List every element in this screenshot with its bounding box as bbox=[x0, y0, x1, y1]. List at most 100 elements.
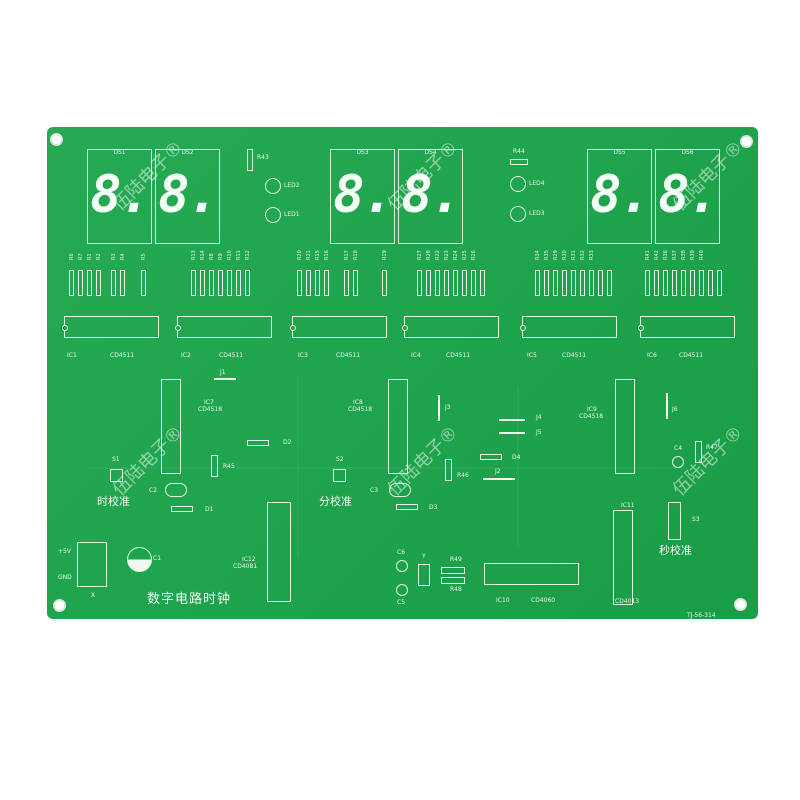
label-r48: R48 bbox=[450, 586, 462, 593]
ic2-footprint bbox=[175, 316, 272, 338]
display-ds4: DS4 8. bbox=[398, 149, 463, 244]
cap-c5 bbox=[396, 584, 408, 596]
ic-notch bbox=[520, 325, 526, 331]
ic12-footprint bbox=[267, 502, 291, 602]
res-label: R11 bbox=[236, 250, 242, 260]
resistor-group-1 bbox=[69, 270, 169, 300]
cap-c3 bbox=[389, 483, 411, 497]
res-label: R37 bbox=[672, 250, 678, 260]
resistor bbox=[315, 270, 320, 296]
res-label: R18 bbox=[353, 250, 359, 260]
ic6-footprint bbox=[638, 316, 735, 338]
res-label: R42 bbox=[654, 250, 660, 260]
label-ic8-part: CD4518 bbox=[348, 406, 373, 413]
led1 bbox=[265, 207, 281, 223]
res-label: R40 bbox=[699, 250, 705, 260]
ic-notch bbox=[290, 325, 296, 331]
resistor bbox=[78, 270, 83, 296]
button-s1[interactable] bbox=[110, 469, 123, 482]
display-digit: 8. bbox=[658, 164, 719, 225]
board-code: TJ-56-314 bbox=[687, 612, 716, 619]
resistor bbox=[245, 270, 250, 296]
led2 bbox=[265, 178, 281, 194]
label-ic9-part: CD4518 bbox=[579, 413, 604, 420]
label-s2: S2 bbox=[336, 456, 344, 463]
resistor bbox=[480, 270, 485, 296]
res-label: R41 bbox=[645, 250, 651, 260]
ic7-footprint bbox=[161, 379, 181, 474]
label-r46: R46 bbox=[457, 472, 469, 479]
resistor bbox=[353, 270, 358, 296]
trace bbox=[87, 467, 687, 469]
res-label: R8 bbox=[209, 253, 215, 260]
label-ic12: IC12 bbox=[242, 556, 256, 563]
resistor bbox=[426, 270, 431, 296]
mounting-hole-bottom-right bbox=[734, 598, 747, 611]
label-led3: LED3 bbox=[529, 210, 545, 217]
label-j1: J1 bbox=[220, 369, 226, 376]
res-label: R35 bbox=[544, 250, 550, 260]
res-label: R28 bbox=[426, 250, 432, 260]
resistor bbox=[681, 270, 686, 296]
mounting-hole-bottom-left bbox=[53, 599, 66, 612]
display-label: DS6 bbox=[681, 149, 694, 156]
led3 bbox=[510, 206, 526, 222]
ic4-footprint bbox=[402, 316, 499, 338]
resistor-group-3 bbox=[297, 270, 397, 300]
label-y: Y bbox=[422, 553, 426, 560]
display-ds6: DS6 8. bbox=[655, 149, 720, 244]
display-ds3: DS3 8. bbox=[330, 149, 395, 244]
resistor bbox=[209, 270, 214, 296]
resistor-r49 bbox=[441, 567, 465, 574]
label-led2: LED2 bbox=[284, 182, 300, 189]
label-s1: S1 bbox=[112, 456, 120, 463]
label-plus5v: +5V bbox=[58, 548, 71, 555]
resistor bbox=[297, 270, 302, 296]
label-r47: R47 bbox=[706, 444, 718, 451]
label-s3: S3 bbox=[692, 516, 700, 523]
res-label: R23 bbox=[444, 250, 450, 260]
cap-c2 bbox=[165, 483, 187, 497]
pcb-board: DS1 8. DS2 8. DS3 8. DS4 8. DS5 8. DS6 8… bbox=[47, 127, 758, 619]
button-s3[interactable] bbox=[668, 502, 681, 540]
resistor bbox=[218, 270, 223, 296]
button-s2[interactable] bbox=[333, 469, 346, 482]
label-d4: D4 bbox=[512, 454, 521, 461]
resistor bbox=[462, 270, 467, 296]
resistor-group-4 bbox=[417, 270, 517, 300]
display-label: DS2 bbox=[181, 149, 194, 156]
res-label: R33 bbox=[589, 250, 595, 260]
res-label: R25 bbox=[462, 250, 468, 260]
label-ic10-part: CD4060 bbox=[531, 597, 556, 604]
res-label: R12 bbox=[245, 250, 251, 260]
res-label: R22 bbox=[435, 250, 441, 260]
mounting-hole-top-left bbox=[50, 133, 63, 146]
resistor bbox=[571, 270, 576, 296]
res-label: R29 bbox=[553, 250, 559, 260]
ic10-footprint bbox=[484, 563, 579, 585]
display-label: DS4 bbox=[424, 149, 437, 156]
resistor-group-6 bbox=[645, 270, 745, 300]
resistor bbox=[344, 270, 349, 296]
res-label: R27 bbox=[417, 250, 423, 260]
label-ic7-part: CD4518 bbox=[198, 406, 223, 413]
label-ic5: IC5 bbox=[527, 352, 537, 359]
resistor bbox=[111, 270, 116, 296]
display-digit: 8. bbox=[158, 164, 219, 225]
resistor bbox=[699, 270, 704, 296]
label-ic3-part: CD4511 bbox=[336, 352, 361, 359]
jumper-j4 bbox=[499, 419, 525, 421]
label-j5: J5 bbox=[536, 429, 542, 436]
resistor-r43 bbox=[247, 149, 253, 171]
res-label: R26 bbox=[471, 250, 477, 260]
resistor bbox=[236, 270, 241, 296]
ic-notch bbox=[62, 325, 68, 331]
res-label: R5 bbox=[141, 253, 147, 260]
ic5-footprint bbox=[520, 316, 617, 338]
label-d2: D2 bbox=[283, 439, 292, 446]
resistor bbox=[87, 270, 92, 296]
resistor bbox=[708, 270, 713, 296]
label-r43: R43 bbox=[257, 154, 269, 161]
resistor bbox=[141, 270, 146, 296]
ic3-footprint bbox=[290, 316, 387, 338]
